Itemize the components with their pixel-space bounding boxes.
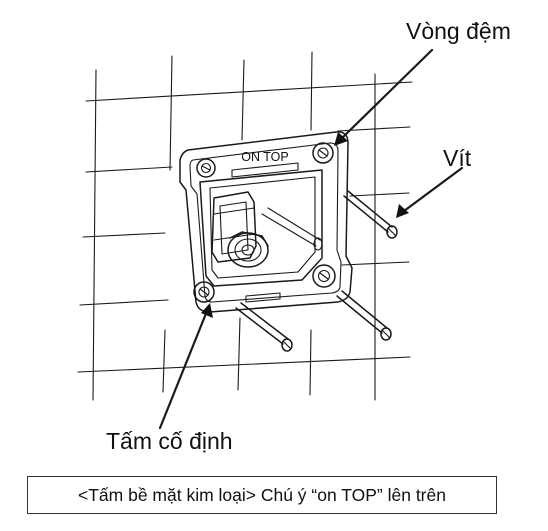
plate-leader-arrow [158, 303, 213, 430]
tile-wall-grid [77, 51, 413, 401]
screw-lower-right [336, 290, 392, 341]
valve-body [211, 191, 323, 268]
on-top-engraving: ON TOP [241, 150, 288, 164]
washer-top-right [312, 142, 334, 164]
washer-bottom-right [312, 264, 336, 288]
caption-box: <Tấm bề mặt kim loại> Chú ý “on TOP” lên… [27, 476, 497, 514]
washer-top-left [196, 158, 216, 178]
washer-bottom-left [193, 281, 215, 303]
metal-surface-plate [179, 131, 353, 313]
screw-lower-left [235, 302, 293, 352]
washer-leader-arrow [334, 48, 434, 146]
screw-upper-right [343, 190, 398, 239]
screw-label: Vít [443, 145, 472, 171]
fixing-plate-label: Tấm cố định [106, 428, 233, 454]
screw-leader-arrow [396, 166, 464, 218]
washer-label: Vòng đệm [406, 18, 511, 44]
